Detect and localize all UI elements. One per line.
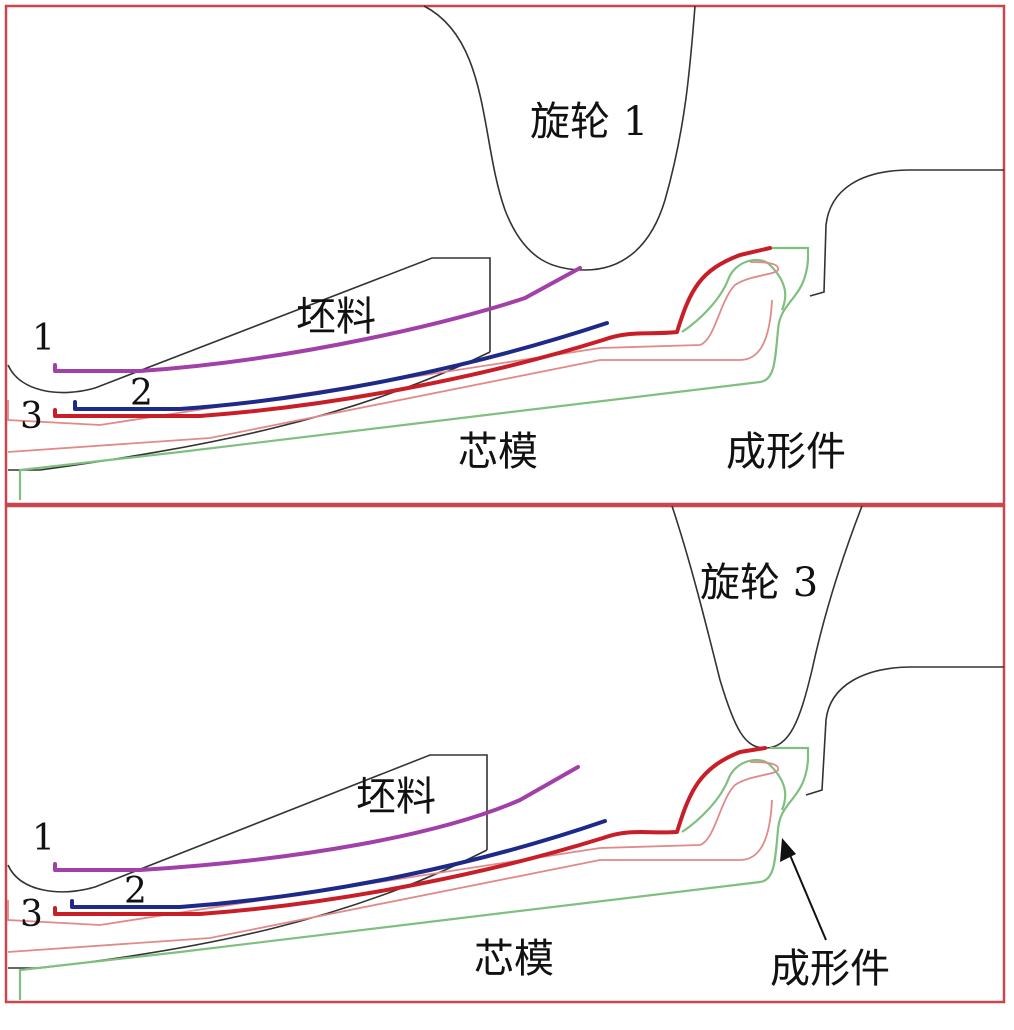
mandrel-outline (805, 666, 1004, 796)
roller-3-label: 旋轮 3 (700, 560, 818, 606)
pass-2-curve (70, 819, 607, 909)
pass-1-label: 1 (32, 318, 55, 359)
roller-1-label: 旋轮 1 (530, 99, 648, 145)
roller-1-outline (423, 5, 696, 271)
mandrel-inner-line-2 (7, 761, 779, 926)
bottom-panel-frame (4, 504, 1006, 1004)
blank-outline (7, 257, 491, 394)
pass-1-label: 1 (32, 818, 55, 859)
top-panel-frame (4, 4, 1006, 506)
mandrel-inner-line-2 (7, 261, 779, 426)
pass-3-label: 3 (20, 894, 43, 935)
mandrel-label: 芯模 (474, 936, 554, 982)
mandrel-inner-line-1 (7, 299, 773, 453)
formed-part-outline (18, 246, 810, 500)
pass-3-label: 3 (20, 396, 43, 437)
formed-part-arrow-shaft (789, 854, 827, 941)
bottom-panel: 旋轮 3 坯料 芯模 成形件 1 2 3 (4, 504, 1006, 1004)
mandrel-outline (809, 169, 1004, 297)
pass-3-curve (53, 746, 767, 916)
top-panel: 旋轮 1 坯料 芯模 成形件 1 2 3 (4, 4, 1006, 506)
formed-part-arrow-head (780, 838, 796, 862)
formed-part-inner (681, 258, 787, 333)
formed-part-label: 成形件 (770, 946, 890, 992)
formed-part-inner (681, 758, 787, 833)
roller-3-outline (671, 505, 863, 749)
pass-3-curve (53, 246, 772, 418)
formed-part-label: 成形件 (726, 429, 846, 475)
pass-2-curve (73, 321, 609, 411)
mandrel-label: 芯模 (458, 429, 538, 475)
mandrel-inner-line-1 (7, 799, 773, 953)
pass-2-label: 2 (124, 871, 147, 912)
pass-1-curve (53, 266, 582, 373)
pass-1-curve (53, 765, 580, 872)
formed-part-outline (18, 746, 810, 1000)
blank-outline (7, 754, 488, 893)
blank-label: 坯料 (356, 774, 436, 820)
pass-2-label: 2 (130, 373, 153, 414)
blank-label: 坯料 (296, 294, 376, 340)
